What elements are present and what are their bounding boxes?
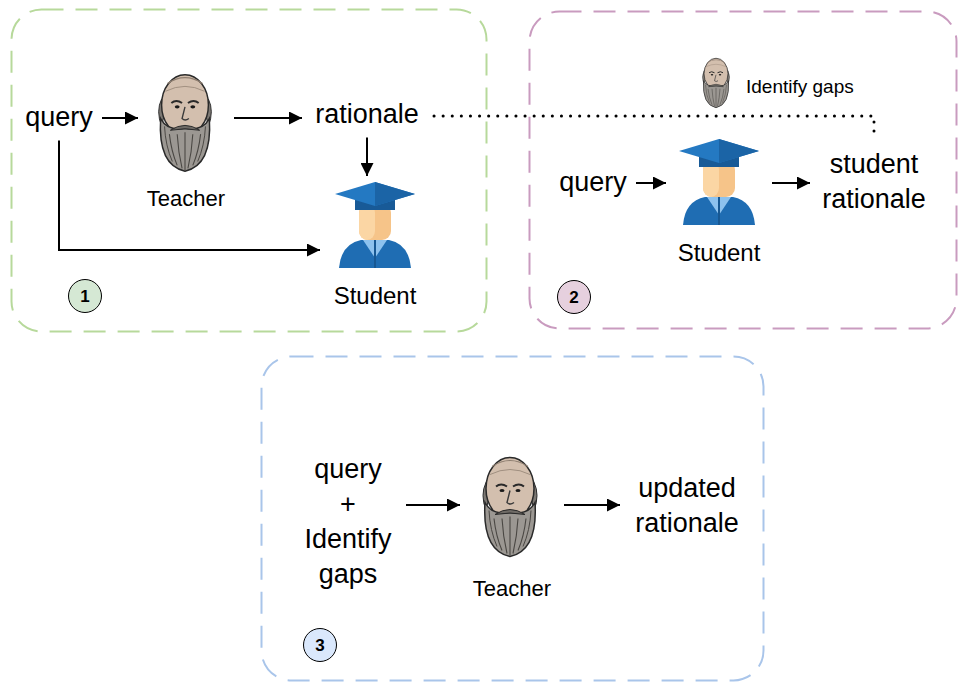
teacher-icon — [159, 75, 212, 172]
figure-caption: Student — [678, 237, 761, 268]
flow-arrow — [102, 117, 138, 119]
student-icon — [679, 139, 759, 225]
dotted-link — [434, 116, 874, 139]
figure-caption: Teacher — [473, 575, 551, 604]
flow-arrow — [406, 504, 460, 506]
figure-node: Teacher — [140, 64, 232, 214]
text-node: rationale — [304, 94, 430, 135]
node-label: rationale — [315, 97, 419, 132]
node-label: student rationale — [822, 147, 926, 217]
region-border — [530, 12, 957, 329]
node-label: query — [25, 100, 93, 135]
region-border — [262, 357, 764, 681]
figure-node: Identify gaps — [692, 50, 896, 112]
student-icon — [335, 182, 415, 268]
text-node: query — [18, 97, 100, 138]
step-number: 1 — [80, 288, 89, 305]
figure-caption: Teacher — [147, 185, 225, 214]
flow-arrow — [636, 182, 666, 184]
flow-arrow — [366, 138, 368, 176]
figure-caption: Student — [334, 280, 417, 311]
teacher-icon — [483, 458, 537, 557]
text-node: student rationale — [812, 142, 936, 222]
step-number: 3 — [315, 637, 324, 654]
node-label: query — [559, 165, 627, 200]
flow-arrow — [234, 117, 302, 119]
step-badge: 2 — [557, 280, 591, 314]
step-region: 2 Identify gaps queryStudent student ration… — [528, 10, 958, 330]
text-node: updated rationale — [622, 466, 752, 546]
node-label: updated rationale — [635, 471, 739, 541]
text-node: query — [552, 162, 634, 203]
figure-node: Student — [668, 136, 770, 268]
figure-caption: Identify gaps — [746, 75, 854, 100]
figure-node: Teacher — [462, 446, 562, 604]
node-label: query + Identify gaps — [304, 452, 391, 592]
teacher-icon-small — [703, 58, 730, 108]
step-number: 2 — [569, 289, 578, 306]
flow-arrow — [564, 504, 620, 506]
step-badge: 1 — [68, 279, 102, 313]
region-border — [12, 10, 487, 332]
text-node: query + Identify gaps — [292, 446, 404, 598]
step-region: 3 query + Identify gapsTeacher updated rat… — [260, 355, 765, 682]
step-region: 1 queryTeacher rationaleStudent — [10, 8, 488, 333]
flow-arrow — [772, 182, 810, 184]
figure-node: Student — [322, 178, 428, 311]
step-badge: 3 — [303, 628, 337, 662]
